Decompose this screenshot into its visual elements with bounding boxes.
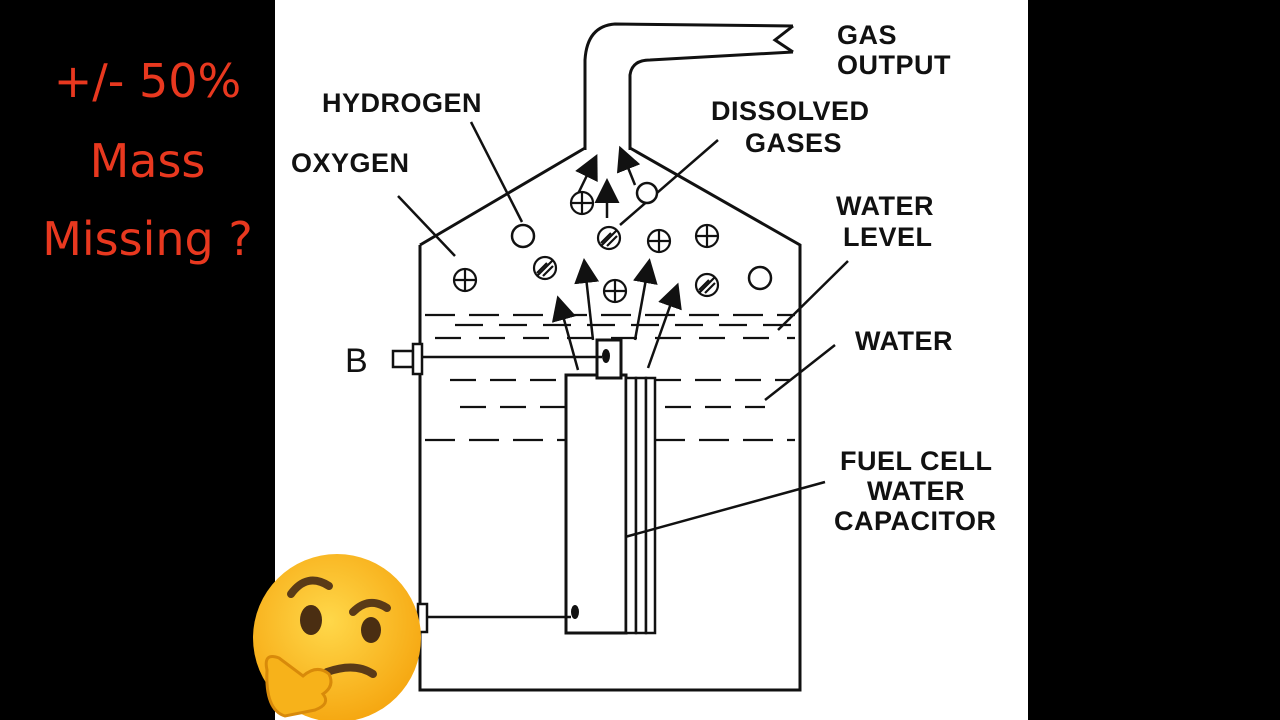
label-output: OUTPUT: [837, 50, 951, 80]
water-lines: [425, 313, 795, 442]
dissolved-gas-bubbles: [532, 225, 720, 298]
label-water-level-1: WATER: [836, 191, 934, 221]
label-dissolved: DISSOLVED: [711, 96, 870, 126]
label-hydrogen: HYDROGEN: [322, 88, 482, 118]
electrolysis-cell-diagram: GAS OUTPUT HYDROGEN OXYGEN DISSOLVED GAS…: [291, 20, 997, 692]
label-gases: GASES: [745, 128, 842, 158]
gas-output-pipe-inner: [628, 50, 794, 150]
pointer-lines: [397, 121, 849, 539]
label-capacitor: CAPACITOR: [834, 506, 997, 536]
lower-terminal: [416, 602, 571, 634]
label-water: WATER: [855, 326, 953, 356]
caption-line-1: +/- 50%: [53, 54, 242, 108]
caption-line-3: Missing ?: [42, 212, 253, 266]
label-fuel-cell-water: WATER: [867, 476, 965, 506]
hydrogen-bubbles: [510, 181, 773, 291]
thinking-face-icon: [253, 554, 421, 720]
gas-output-pipe-end: [772, 24, 794, 54]
vessel-roof-left: [419, 146, 586, 247]
label-point-b: B: [345, 342, 368, 380]
fuel-cell-capacitor: [564, 338, 657, 635]
caption-line-2: Mass: [89, 134, 206, 188]
vessel-outline: [418, 146, 802, 692]
terminal-b: [391, 342, 602, 376]
oxygen-bubbles: [452, 190, 720, 304]
label-water-level-2: LEVEL: [843, 222, 933, 252]
label-oxygen: OXYGEN: [291, 148, 410, 178]
caption-block: +/- 50% Mass Missing ?: [0, 0, 275, 720]
gas-output-pipe: [583, 22, 794, 150]
label-fuel-cell: FUEL CELL: [840, 446, 993, 476]
label-gas: GAS: [837, 20, 897, 50]
